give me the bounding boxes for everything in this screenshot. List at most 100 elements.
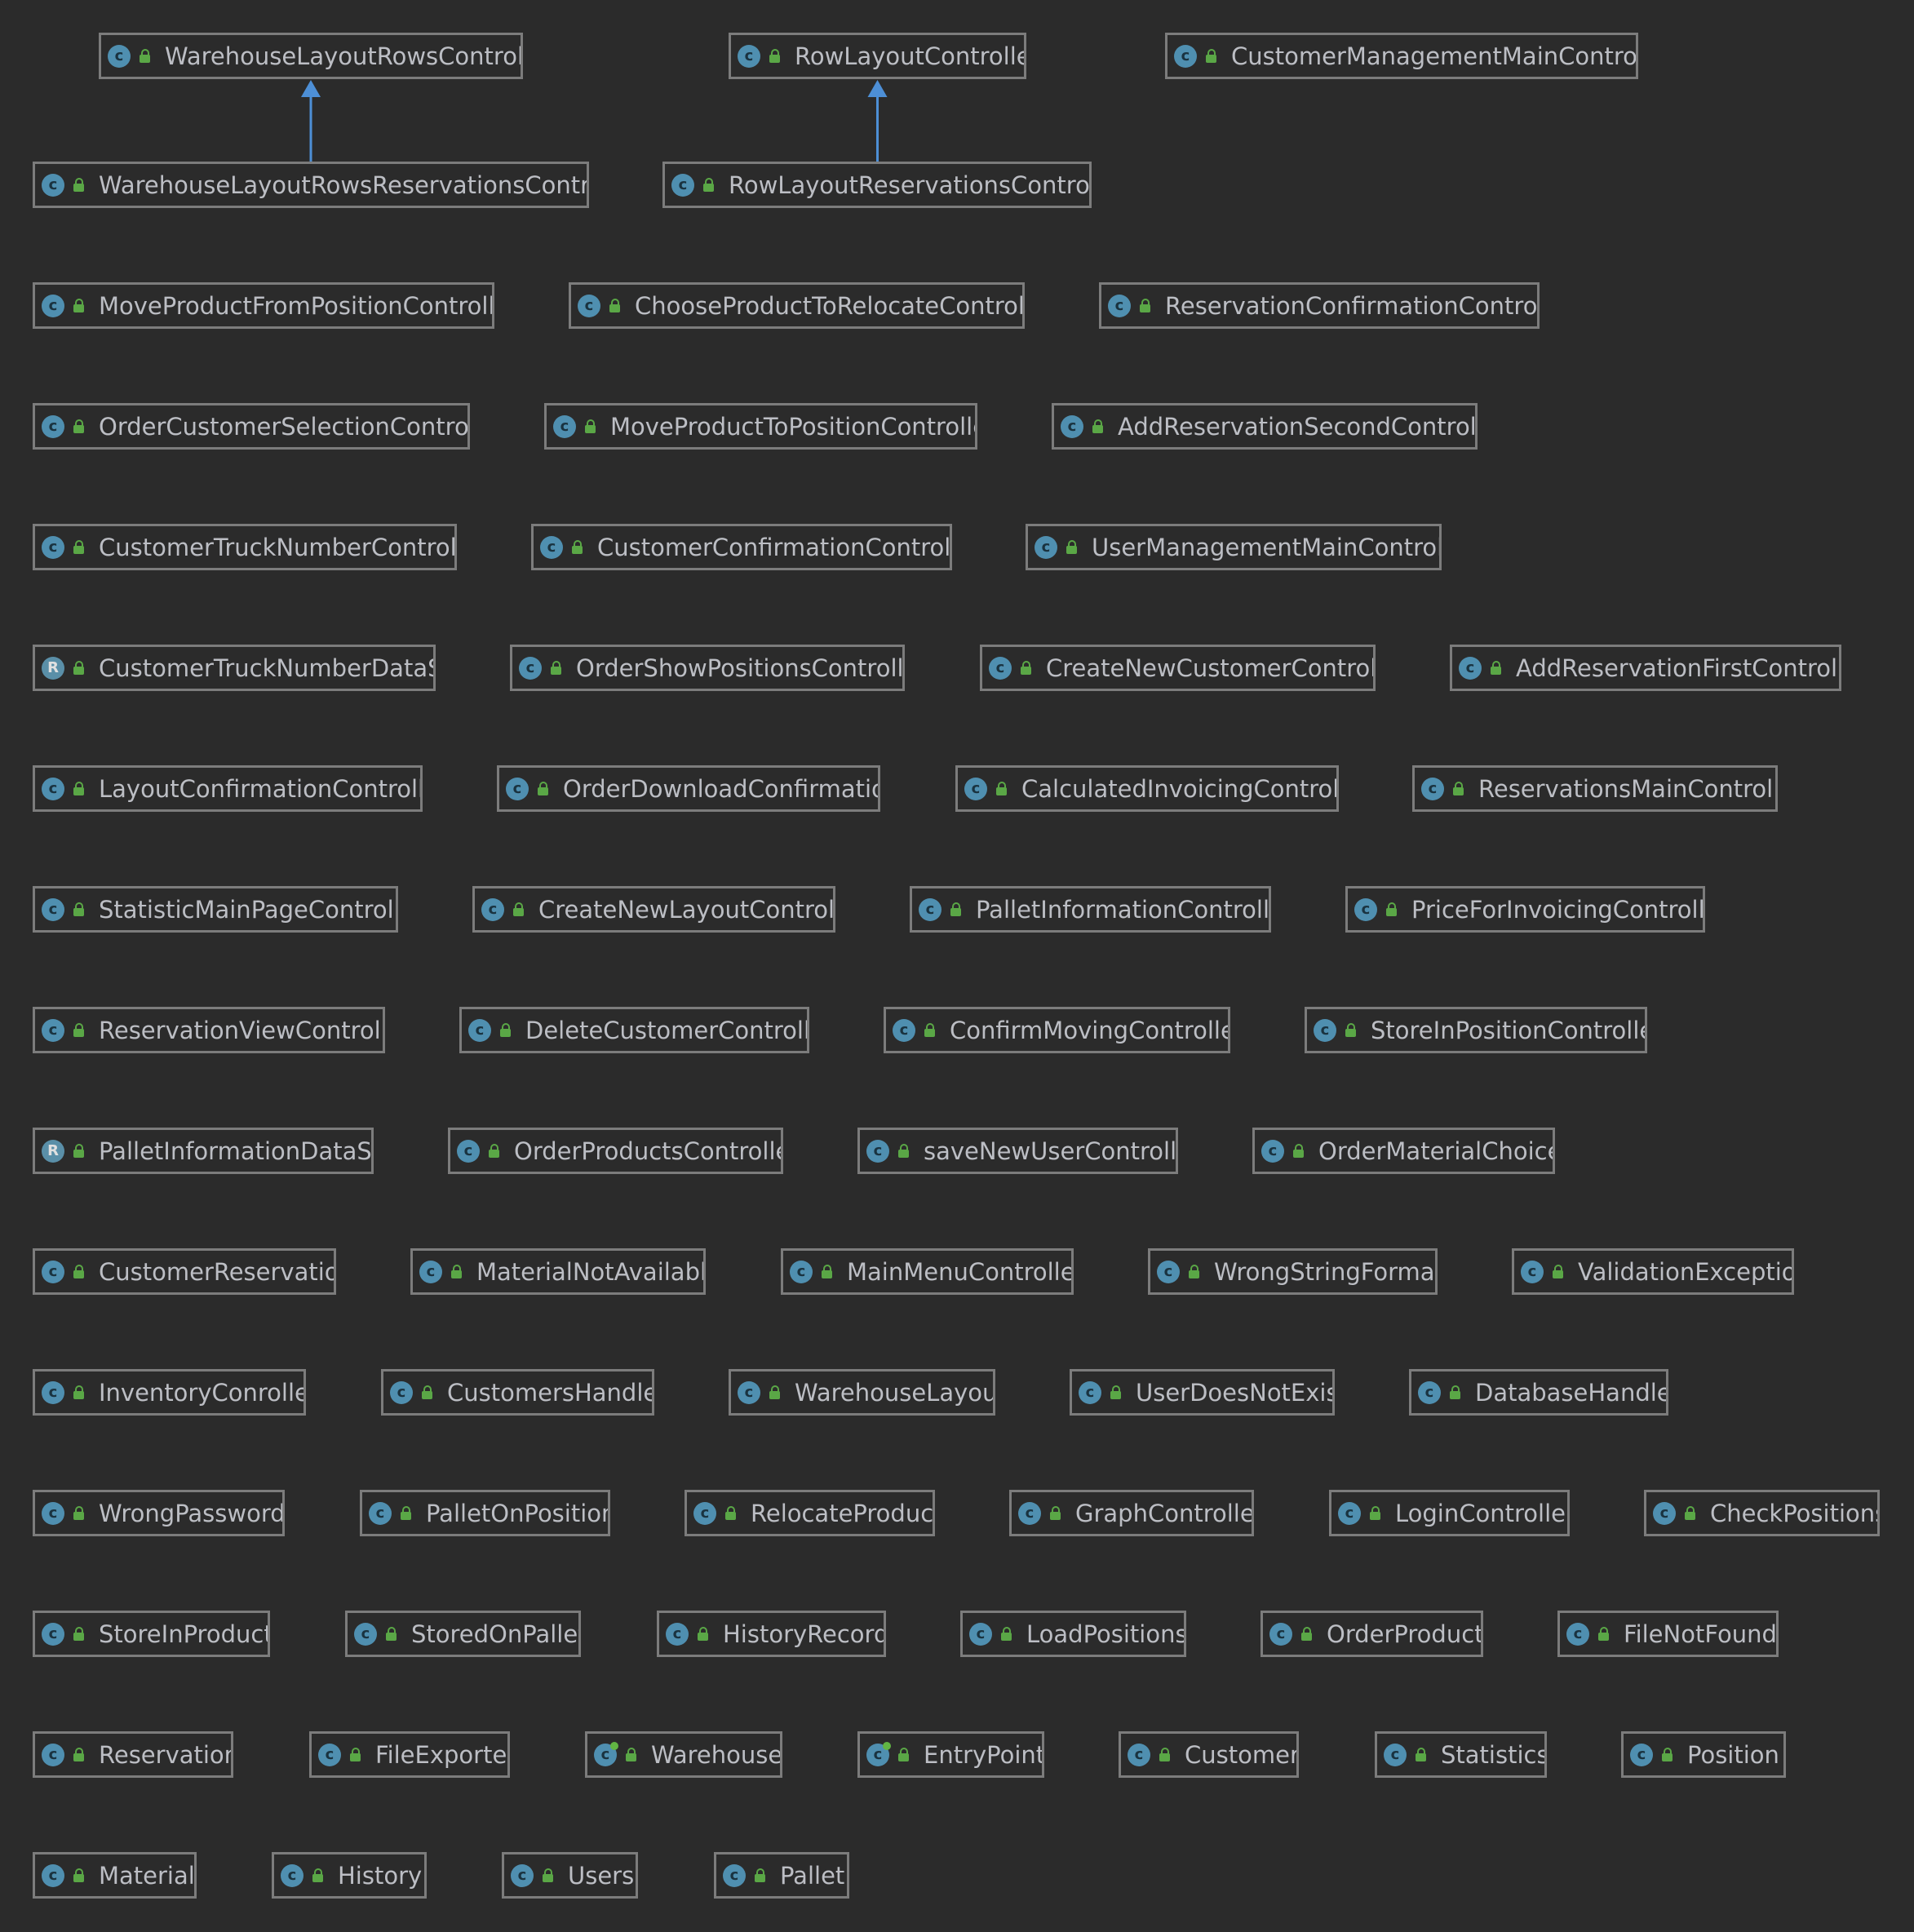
class-name-label: MoveProductToPositionControlle (610, 412, 977, 441)
class-name-label: Statistics (1441, 1740, 1547, 1769)
class-name-label: FileExporter (375, 1740, 510, 1769)
class-c-icon: c (666, 1622, 689, 1646)
class-c-icon: c (1061, 414, 1083, 438)
public-lock-icon (537, 781, 550, 796)
class-c-icon: c (42, 1380, 64, 1404)
public-lock-icon (499, 1022, 512, 1038)
public-lock-icon (1110, 1385, 1123, 1400)
class-c-icon: c (511, 1863, 534, 1887)
public-lock-icon (1552, 1264, 1565, 1279)
class-c-icon: c (866, 1139, 889, 1163)
public-lock-icon (73, 539, 86, 555)
class-node-position[interactable]: c Position (1621, 1731, 1786, 1778)
class-name-label: Pallet (780, 1861, 845, 1890)
class-c-icon: c (1128, 1743, 1150, 1766)
public-lock-icon (1684, 1505, 1697, 1521)
inheritance-arrowhead-icon (867, 80, 888, 97)
public-lock-icon (995, 781, 1008, 796)
public-lock-icon (73, 1264, 86, 1279)
public-lock-icon (400, 1505, 413, 1521)
public-lock-icon (1300, 1626, 1314, 1642)
class-name-label: UserManagementMainControlle (1092, 533, 1442, 561)
class-name-label: OrderProductsController (514, 1137, 783, 1165)
class-c-icon: c (108, 44, 131, 68)
public-lock-icon (1345, 1022, 1358, 1038)
public-lock-icon (73, 1747, 86, 1762)
class-c-icon: c (1630, 1743, 1653, 1766)
class-c-icon: c (419, 1260, 442, 1283)
class-c-icon: c (1338, 1501, 1361, 1525)
class-name-label: RowLayoutController (795, 42, 1026, 70)
class-name-label: OrderCustomerSelectionControlle (99, 412, 470, 441)
class-c-icon: c (893, 1018, 915, 1042)
class-name-label: Position (1687, 1740, 1779, 1769)
